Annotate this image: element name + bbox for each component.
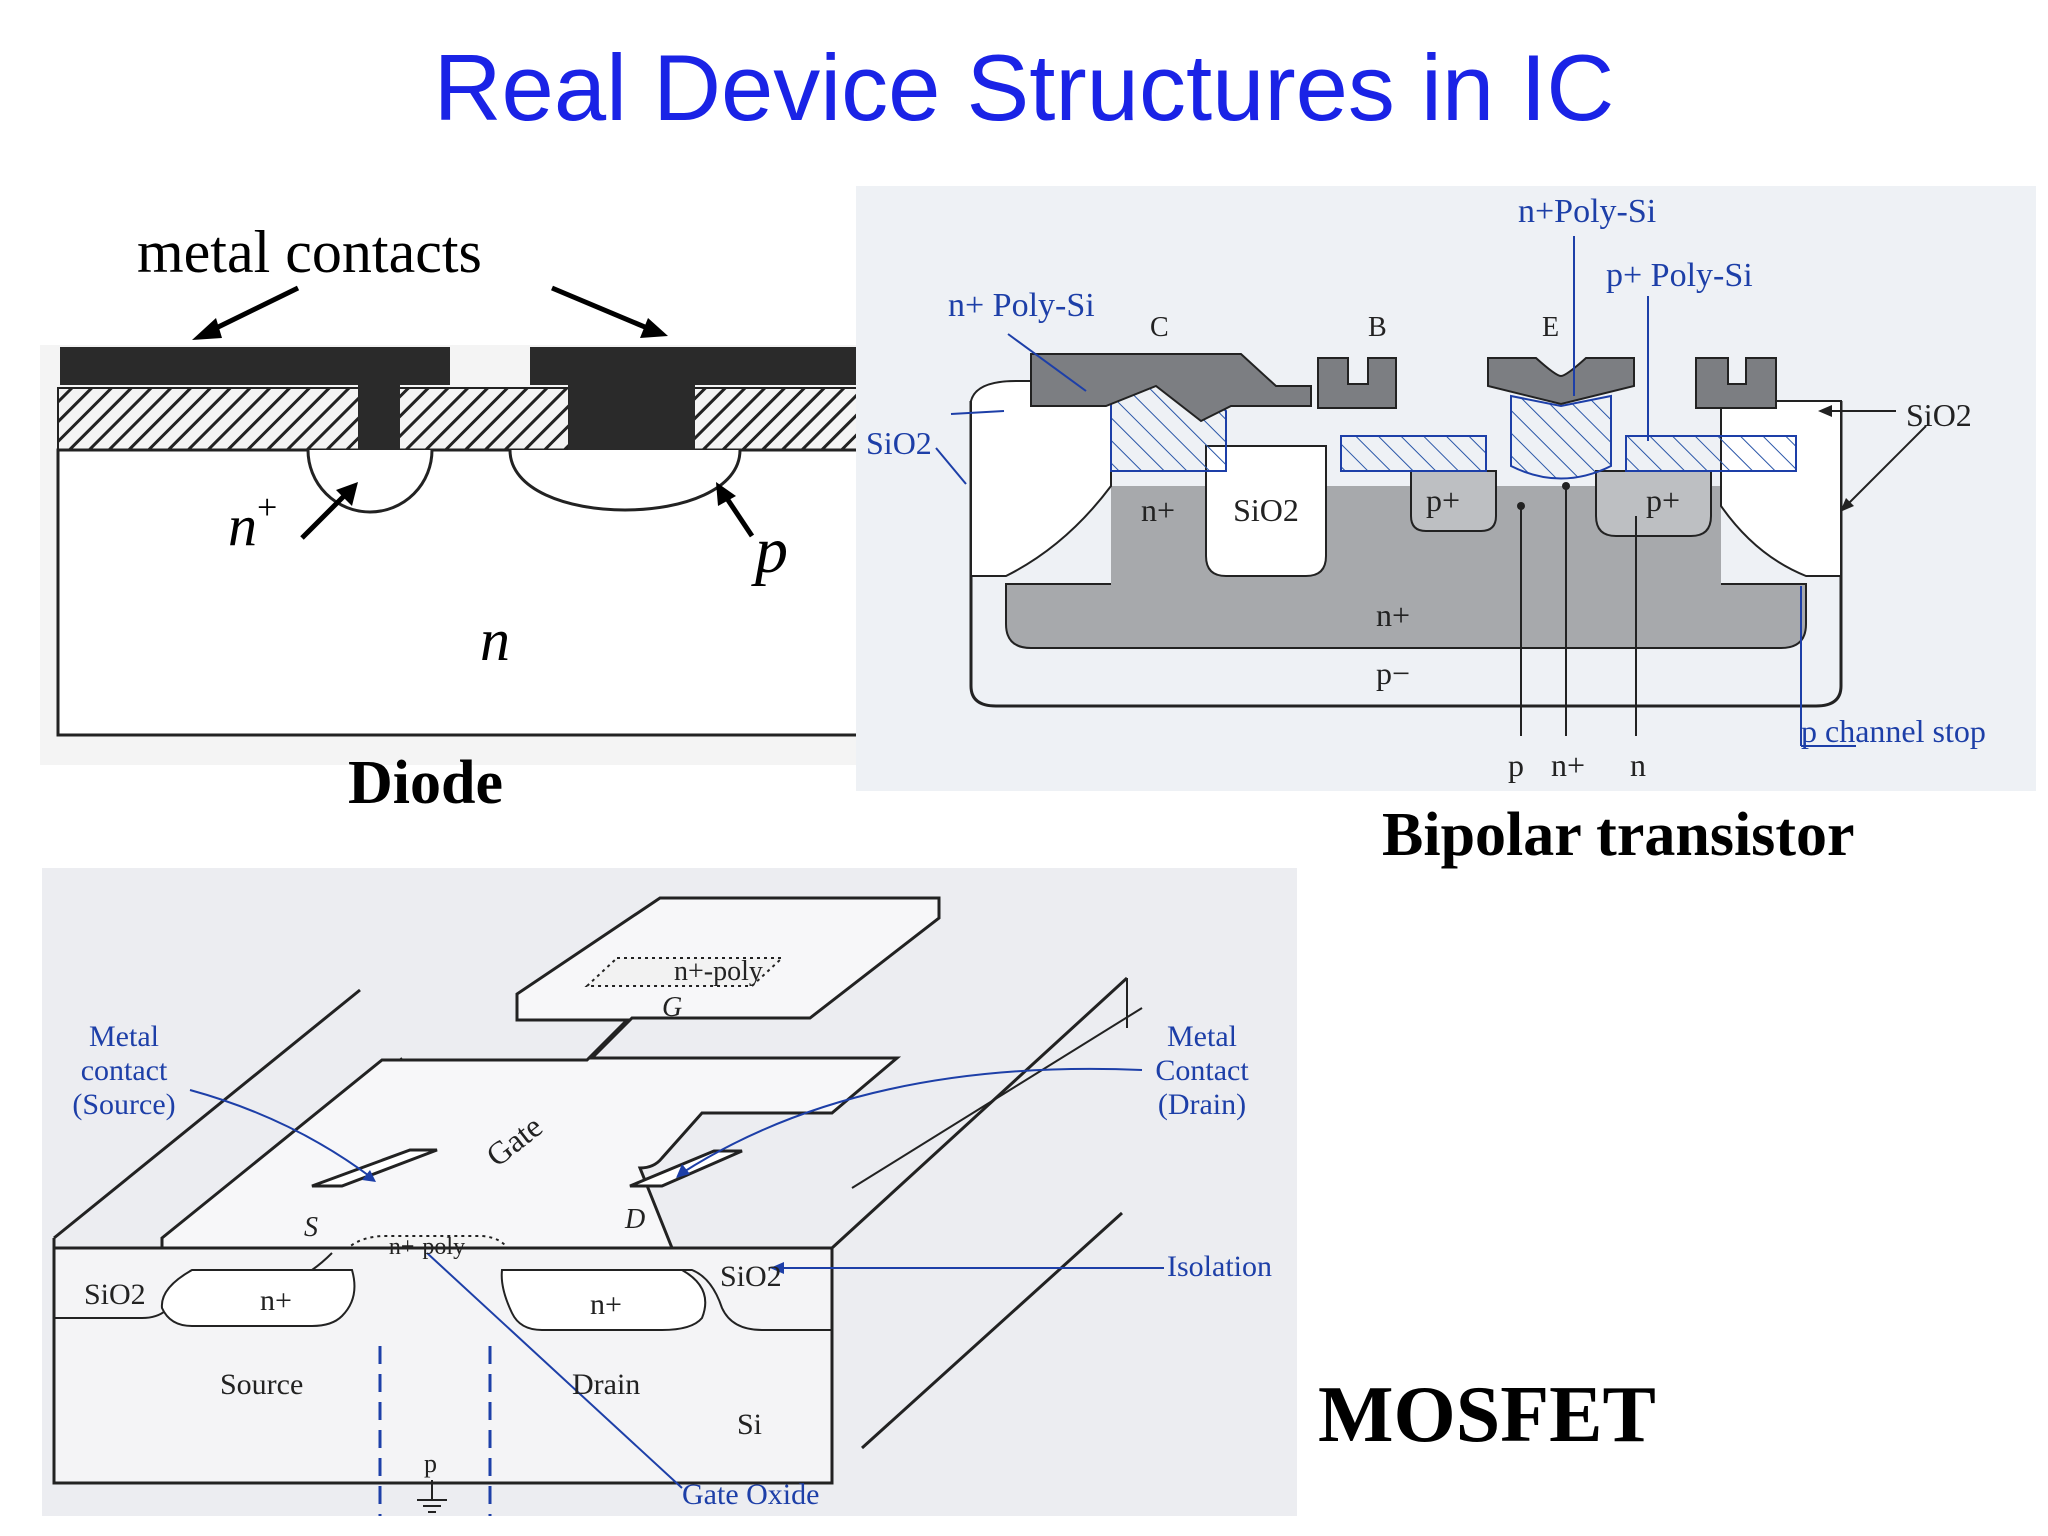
n-plus-drain-label: n+ <box>590 1288 622 1321</box>
p-plus-right <box>1595 470 1712 537</box>
metal-contact-drain-2: Contact <box>1155 1054 1249 1087</box>
p-poly-label: p+ Poly-Si <box>1606 257 1753 294</box>
metal-contacts-label: metal contacts <box>137 219 482 285</box>
metal-contact-drain-3: (Drain) <box>1158 1088 1246 1121</box>
s-label: S <box>304 1212 318 1243</box>
p-label: p <box>751 514 788 587</box>
isolation-label: Isolation <box>1167 1250 1272 1283</box>
p-minus-label: p− <box>1376 655 1410 691</box>
metal-contact-source-3: (Source) <box>72 1088 175 1121</box>
bottom-p-label: p <box>1508 747 1524 783</box>
gate-poly-top-label: n+-poly <box>674 956 763 987</box>
p-channel-stop-label: p channel stop <box>1801 713 1986 749</box>
p-plus-left <box>1410 470 1497 532</box>
emitter-metal <box>1487 357 1635 406</box>
n-plus-buried-label: n+ <box>1376 597 1410 633</box>
source-label: Source <box>220 1368 303 1401</box>
metal-contact-drain-1: Metal <box>1167 1020 1237 1053</box>
terminal-b: B <box>1368 312 1387 343</box>
sio2-center-label: SiO2 <box>1233 492 1299 528</box>
sio2-left-label: SiO2 <box>84 1278 146 1311</box>
n-poly-left-label: n+ Poly-Si <box>948 287 1095 324</box>
p-plus-left-label: p+ <box>1426 482 1460 518</box>
d-label: D <box>624 1204 645 1235</box>
gate-oxide-label: Gate Oxide <box>682 1478 819 1511</box>
emitter-poly <box>1510 394 1612 480</box>
p-poly-left <box>1340 435 1487 472</box>
n-plus-collector-label: n+ <box>1141 492 1175 528</box>
sio2-right-label: SiO2 <box>1906 397 1972 433</box>
n-plus-well <box>306 449 434 514</box>
p-label: p <box>424 1449 437 1478</box>
n-plus-label: n <box>228 493 257 558</box>
n-plus-source <box>160 1269 356 1327</box>
n-poly-top-label: n+Poly-Si <box>1518 193 1656 230</box>
device-front-face <box>52 1238 834 1485</box>
terminal-c: C <box>1150 312 1169 343</box>
drain-contact-window <box>629 1149 743 1188</box>
slide-title: Real Device Structures in IC <box>433 35 1615 140</box>
svg-text:n+: n+ <box>228 487 277 558</box>
p-well <box>508 449 742 512</box>
mosfet-caption: MOSFET <box>1318 1371 1656 1459</box>
gate-poly-top <box>584 957 785 987</box>
bottom-n-label: n <box>1630 747 1646 783</box>
n-plus-drain <box>500 1269 707 1331</box>
base-metal-right <box>1695 357 1777 409</box>
p-plus-right-label: p+ <box>1646 482 1680 518</box>
base-metal <box>1317 357 1397 409</box>
bottom-n-plus-label: n+ <box>1551 747 1585 783</box>
sio2-center <box>1205 445 1327 577</box>
bipolar-transistor-diagram: n+Poly-Si p+ Poly-Si n+ Poly-Si C B E Si… <box>856 186 2036 791</box>
n-plus-source-label: n+ <box>260 1284 292 1317</box>
sio2-right-label: SiO2 <box>720 1260 782 1293</box>
sio2-left-label: SiO2 <box>866 425 932 461</box>
p-poly-right <box>1625 435 1797 472</box>
diode-diagram: metal contacts n+ p n <box>40 219 875 765</box>
collector-metal <box>1030 353 1312 423</box>
n-plus-buried-layer <box>1005 583 1807 649</box>
gate-g-label: G <box>662 992 682 1023</box>
metal-contact-left <box>60 347 450 450</box>
n-substrate <box>56 448 860 737</box>
drain-label: Drain <box>572 1368 640 1401</box>
oxide-layer <box>57 387 859 451</box>
si-label: Si <box>737 1408 762 1441</box>
sio2-left-region <box>970 380 1112 577</box>
mosfet-diagram: Metal contact (Source) Metal Contact (Dr… <box>42 868 1297 1516</box>
metal-contact-right <box>530 347 858 450</box>
metal-contact-source-2: contact <box>81 1054 168 1087</box>
metal-contact-source-1: Metal <box>89 1020 159 1053</box>
bipolar-caption: Bipolar transistor <box>1382 801 1855 869</box>
channel-gate-poly-label: n+-poly <box>389 1234 465 1260</box>
n-label: n <box>480 607 510 673</box>
diode-caption: Diode <box>348 749 503 817</box>
terminal-e: E <box>1542 312 1559 343</box>
source-contact-window <box>311 1148 438 1188</box>
n-plus-sup: + <box>257 487 277 527</box>
